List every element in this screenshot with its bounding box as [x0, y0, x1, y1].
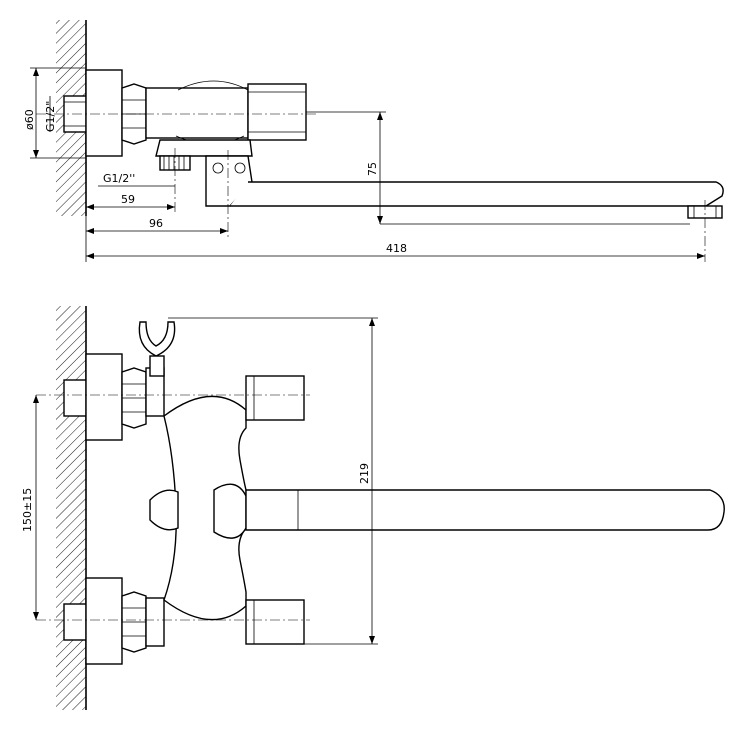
shower-holder — [138, 321, 176, 377]
mixer-body-top — [145, 80, 307, 145]
mixer-body-front — [163, 375, 305, 645]
dim-75: 75 — [306, 111, 690, 225]
front-view: 150±15 219 — [21, 306, 725, 710]
upper-fitting-front — [63, 353, 165, 441]
dim-150: 150±15 — [21, 395, 39, 620]
dim-diameter: ø60 — [23, 67, 86, 159]
dim-outlet-thread: G1/2'' — [98, 172, 175, 187]
lower-fitting-front — [63, 577, 165, 665]
dim-outlet-thread-label: G1/2'' — [103, 172, 135, 185]
dim-96-label: 96 — [149, 217, 163, 230]
dim-inlet-thread-label: G1/2" — [44, 101, 57, 132]
dim-diameter-label: ø60 — [23, 109, 36, 130]
dim-219-label: 219 — [358, 463, 371, 484]
dim-59-label: 59 — [121, 193, 135, 206]
dim-75-label: 75 — [366, 162, 379, 176]
spout-front — [245, 489, 725, 531]
spout-top — [230, 181, 724, 219]
top-view: ø60 G1/2" G1/2'' 59 96 — [23, 20, 724, 262]
dim-418: 418 — [85, 216, 705, 262]
dim-inlet-thread: G1/2" — [44, 96, 57, 132]
wall-front — [56, 306, 87, 710]
dim-418-label: 418 — [386, 242, 407, 255]
dim-96: 96 — [86, 217, 228, 234]
dim-150-label: 150±15 — [21, 488, 34, 532]
dim-59: 59 — [86, 193, 175, 210]
dim-219: 219 — [168, 317, 378, 645]
